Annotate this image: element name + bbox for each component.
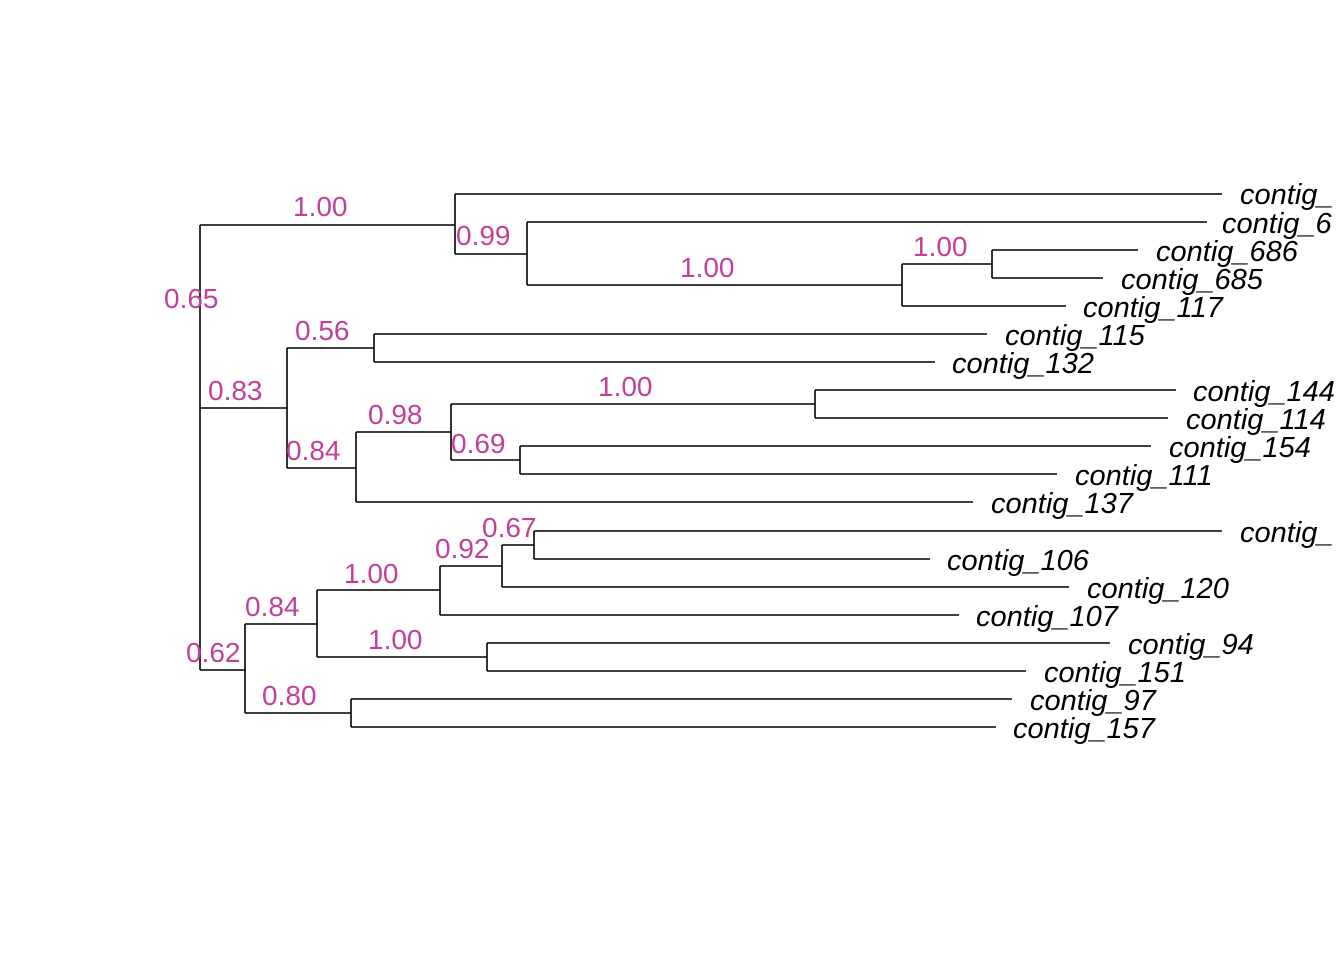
tip-label: contig_111 [1075,460,1213,492]
tip-label: contig_686 [1156,236,1299,268]
tip-label: contig_107 [976,601,1120,633]
tip-label: contig_97 [1030,685,1158,717]
support-value: 0.67 [482,512,537,543]
tip-label: contig_6 [1222,208,1333,240]
support-value: 0.80 [262,680,317,711]
tip-label: contig_120 [1087,573,1229,605]
support-value: 1.00 [368,624,423,655]
support-value: 0.56 [295,315,350,346]
tip-label: contig_157 [1013,713,1157,745]
tip-label: contig_ [1240,517,1334,549]
support-value: 0.84 [245,591,300,622]
support-values: 1.00 0.99 1.00 1.00 0.65 0.56 0.83 1.00 0.98 0.69… [164,191,968,711]
support-value: 0.92 [435,533,490,564]
tip-label: contig_685 [1121,264,1264,296]
tip-label: contig_106 [947,545,1090,577]
support-value: 1.00 [344,558,399,589]
support-value: 0.84 [286,435,341,466]
support-value: 0.69 [451,428,506,459]
support-value: 0.83 [208,375,263,406]
tip-label: contig_115 [1005,320,1146,352]
tip-label: contig_154 [1169,432,1311,464]
support-value: 1.00 [293,191,348,222]
support-value: 0.99 [456,220,511,251]
tip-label: contig_ [1240,179,1334,211]
support-value: 0.65 [164,283,219,314]
tip-label: contig_117 [1083,292,1225,324]
tip-label: contig_132 [952,348,1094,380]
support-value: 1.00 [680,252,735,283]
tip-label: contig_114 [1186,404,1326,436]
tip-label: contig_151 [1044,657,1186,689]
tip-label: contig_137 [991,488,1135,520]
support-value: 0.62 [186,637,241,668]
support-value: 1.00 [913,231,968,262]
support-value: 1.00 [598,371,653,402]
tip-label: contig_94 [1128,629,1254,661]
tree-branches [199,193,1222,728]
support-value: 0.98 [368,399,423,430]
tip-label: contig_144 [1193,376,1335,408]
tip-labels: contig_contig_6contig_686contig_685conti… [947,179,1335,745]
